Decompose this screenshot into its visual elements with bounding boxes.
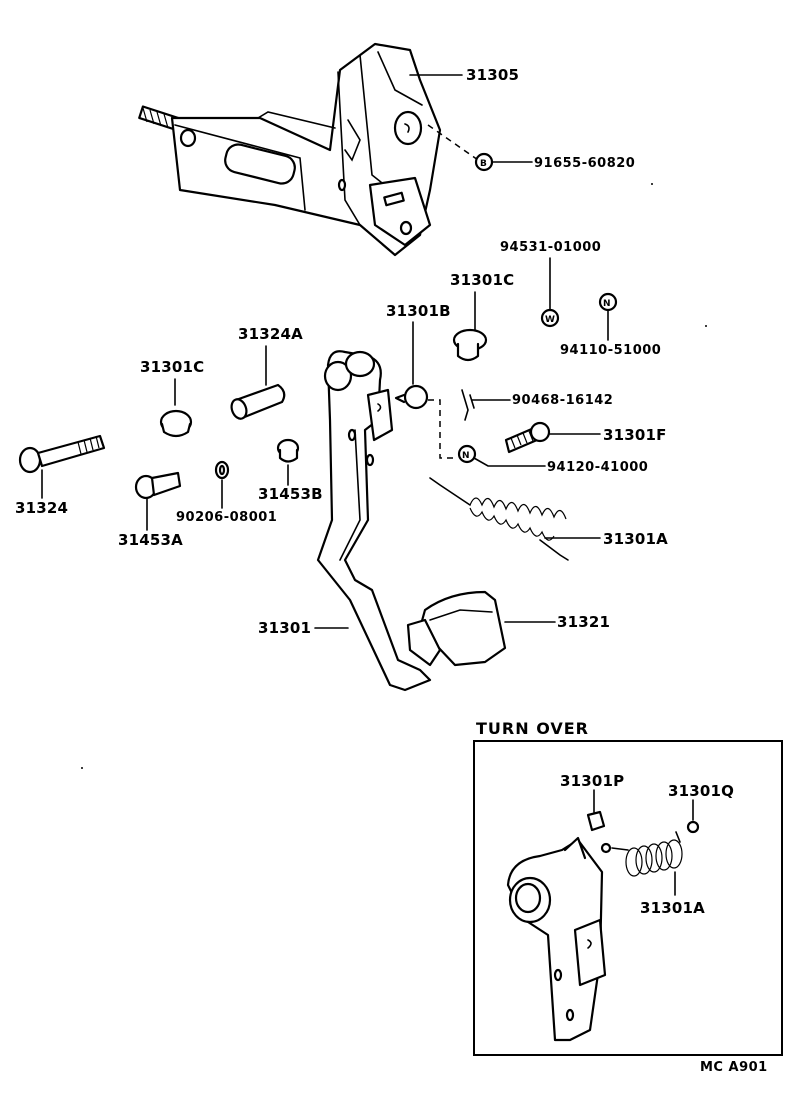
- label-31324: 31324: [15, 499, 68, 517]
- nut-symbol-lower: N: [462, 451, 470, 461]
- label-94531-01000: 94531-01000: [500, 240, 601, 255]
- pedal-bracket-31305: [138, 42, 442, 257]
- label-31321: 31321: [557, 613, 610, 631]
- washer-symbol-circle: [540, 308, 560, 328]
- bolt-31324: [18, 434, 106, 474]
- bushing-31453B: [276, 438, 300, 463]
- label-31301C-left: 31301C: [140, 358, 204, 376]
- label-31301B: 31301B: [386, 302, 451, 320]
- clip-90468-16142: [461, 389, 475, 421]
- label-31301F: 31301F: [603, 426, 667, 444]
- pedal-pad-31321: [406, 590, 507, 667]
- bolt-31301F: [504, 421, 551, 454]
- label-31301P: 31301P: [560, 772, 624, 790]
- inset-title: TURN OVER: [476, 719, 589, 738]
- pin-31301B: [394, 384, 429, 410]
- label-90206-08001: 90206-08001: [176, 510, 277, 525]
- label-31324A: 31324A: [238, 325, 303, 343]
- pedal-arm-31301: [316, 350, 432, 692]
- label-31305: 31305: [466, 66, 519, 84]
- label-31301A-inset: 31301A: [640, 899, 705, 917]
- drawing-code: MC A901: [700, 1060, 768, 1075]
- nut-symbol-lower-circle: [457, 444, 477, 464]
- inset-31301Q: [686, 820, 700, 834]
- label-91655-60820: 91655-60820: [534, 156, 635, 171]
- washer-90206-08001: [214, 460, 230, 480]
- label-31301: 31301: [258, 619, 311, 637]
- label-31301Q: 31301Q: [668, 782, 734, 800]
- bushing-31301C-left: [159, 409, 193, 438]
- bolt-symbol: B: [480, 159, 487, 169]
- label-31453B: 31453B: [258, 485, 323, 503]
- inset-frame: [473, 740, 783, 1056]
- inset-pedal-arm: [506, 836, 607, 1042]
- label-31453A: 31453A: [118, 531, 183, 549]
- return-spring-31301A: [429, 477, 569, 561]
- label-31301A: 31301A: [603, 530, 668, 548]
- label-31301C-right: 31301C: [450, 271, 514, 289]
- pin-31453A: [134, 471, 182, 500]
- pin-31324A: [230, 383, 286, 420]
- nut-symbol-upper: N: [603, 299, 611, 309]
- inset-31301P: [586, 810, 606, 832]
- inset-spring-31301A: [600, 831, 683, 877]
- label-90468-16142: 90468-16142: [512, 393, 613, 408]
- bushing-31301C-right: [452, 328, 488, 362]
- washer-symbol: W: [545, 315, 555, 325]
- label-94110-51000: 94110-51000: [560, 343, 661, 358]
- label-94120-41000: 94120-41000: [547, 460, 648, 475]
